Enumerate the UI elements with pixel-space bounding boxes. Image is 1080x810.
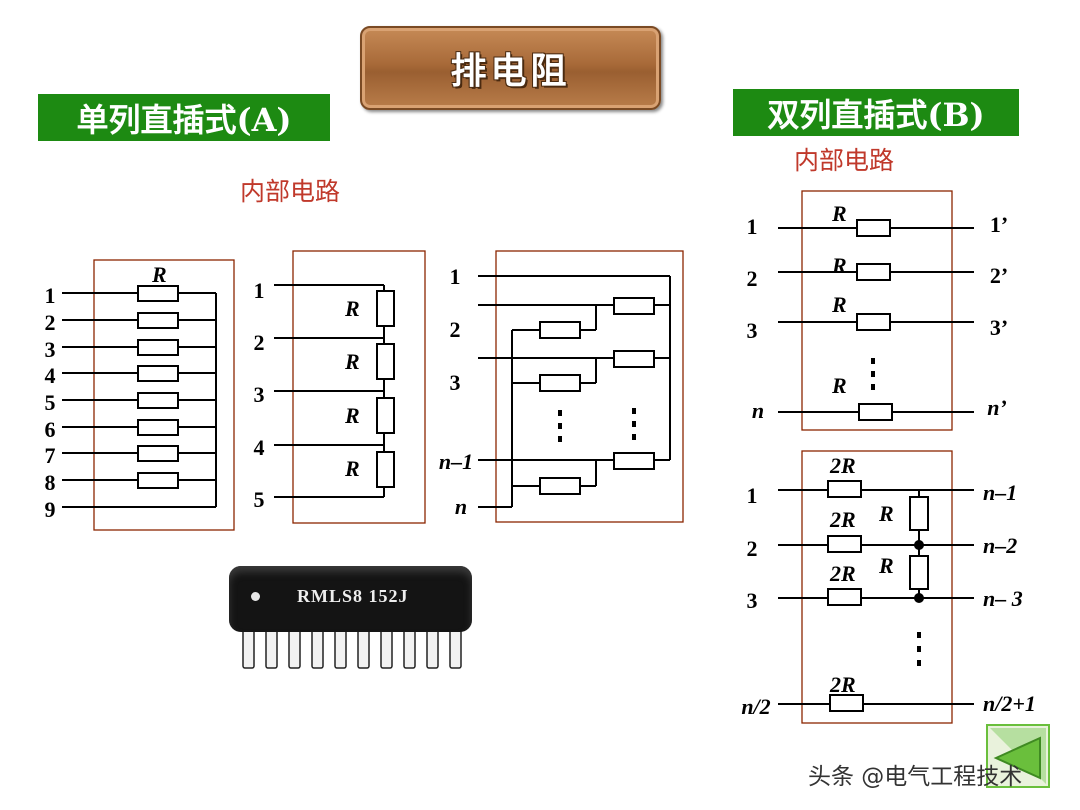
c5-ellipsis [917,632,921,666]
chip-leads [242,627,462,669]
c4-right-pin-n: n’ [987,395,1007,420]
c2-pin-3: 3 [254,382,265,407]
c1-resistor-label: R [151,262,167,287]
c4-right-pin-2: 2’ [990,263,1008,288]
title-banner: 排电阻 [360,26,661,110]
circuit-3: 1 2 3 n–1 n [439,264,671,519]
c5-right-pin-n-half-plus-1: n/2+1 [983,691,1036,716]
c1-pin-4: 4 [45,363,56,388]
c5-right-pin-n-minus-1: n–1 [983,480,1017,505]
c5-left-pin-3: 3 [747,588,758,613]
c2-resistor-label-3: R [344,403,360,428]
c4-resistor-label-2: R [831,253,847,278]
c5-shunt-label-1: R [878,501,894,526]
c4-right-pin-1: 1’ [990,212,1008,237]
c5-series-label-3: 2R [829,561,856,586]
c3-pin-1: 1 [450,264,461,289]
c1-pin-2: 2 [45,310,56,335]
c5-left-pin-1: 1 [747,483,758,508]
c5-left-pin-n-half: n/2 [741,694,770,719]
c2-resistor-label-2: R [344,349,360,374]
c1-pin-8: 8 [45,470,56,495]
c1-pin-9: 9 [45,497,56,522]
c4-resistor-label-3: R [831,292,847,317]
chip-marking: RMLS8 152J [297,586,409,606]
c3-pin-3: 3 [450,370,461,395]
c5-series-label-2: 2R [829,507,856,532]
circuit-4: R R R R 1 2 3 n 1’ 2’ 3’ n’ [747,201,1009,423]
c4-left-pin-3: 3 [747,318,758,343]
c3-ellipsis [558,408,636,442]
c1-pin-6: 6 [45,417,56,442]
c4-resistor-label-4: R [831,373,847,398]
c3-pin-n: n [455,494,467,519]
circuit-1: R 1 2 3 4 5 6 7 8 9 [45,262,217,522]
c4-right-pin-3: 3’ [990,315,1008,340]
c5-left-pin-2: 2 [747,536,758,561]
subtitle-internal-circuit-b: 内部电路 [794,146,895,175]
c1-pin-7: 7 [45,443,56,468]
frame-circuit-2 [292,250,426,524]
c2-pin-5: 5 [254,487,265,512]
watermark: 头条 @电气工程技术 [808,764,1023,790]
c4-left-pin-2: 2 [747,266,758,291]
back-arrow-icon[interactable] [986,724,1050,788]
c1-pin-3: 3 [45,337,56,362]
c3-pin-n-minus-1: n–1 [439,449,473,474]
c5-series-label-1: 2R [829,453,856,478]
c2-pin-4: 4 [254,435,265,460]
c3-pin-2: 2 [450,317,461,342]
subtitle-internal-circuit-a: 内部电路 [240,177,341,206]
c5-series-label-4: 2R [829,672,856,697]
frame-circuit-4 [801,190,953,431]
c5-right-pin-n-minus-2: n–2 [983,533,1017,558]
frame-circuit-3 [495,250,684,523]
c2-resistor-label-1: R [344,296,360,321]
c1-pin-1: 1 [45,283,56,308]
c4-resistor-label-1: R [831,201,847,226]
c2-pin-2: 2 [254,330,265,355]
page-title: 排电阻 [450,51,571,92]
pin1-dot [251,592,260,601]
c5-shunt-label-2: R [878,553,894,578]
circuit-5: 2R 2R 2R 2R R R 1 2 3 n/2 n–1 n–2 n– 3 n… [741,453,1036,719]
c2-resistor-label-4: R [344,456,360,481]
heading-dual-inline: 双列直插式(B) [733,89,1019,136]
frame-circuit-1 [93,259,235,531]
c5-right-pin-n-minus-3: n– 3 [983,586,1023,611]
c4-left-pin-n: n [752,398,764,423]
resistor-network-chip: RMLS8 152J [229,566,472,632]
frame-circuit-5 [801,450,953,724]
c4-left-pin-1: 1 [747,214,758,239]
heading-single-inline: 单列直插式(A) [38,94,330,141]
c4-ellipsis [871,358,875,390]
c2-pin-1: 1 [254,278,265,303]
c1-pin-5: 5 [45,390,56,415]
circuit-2: 1 2 3 4 5 R R R R [254,278,395,512]
